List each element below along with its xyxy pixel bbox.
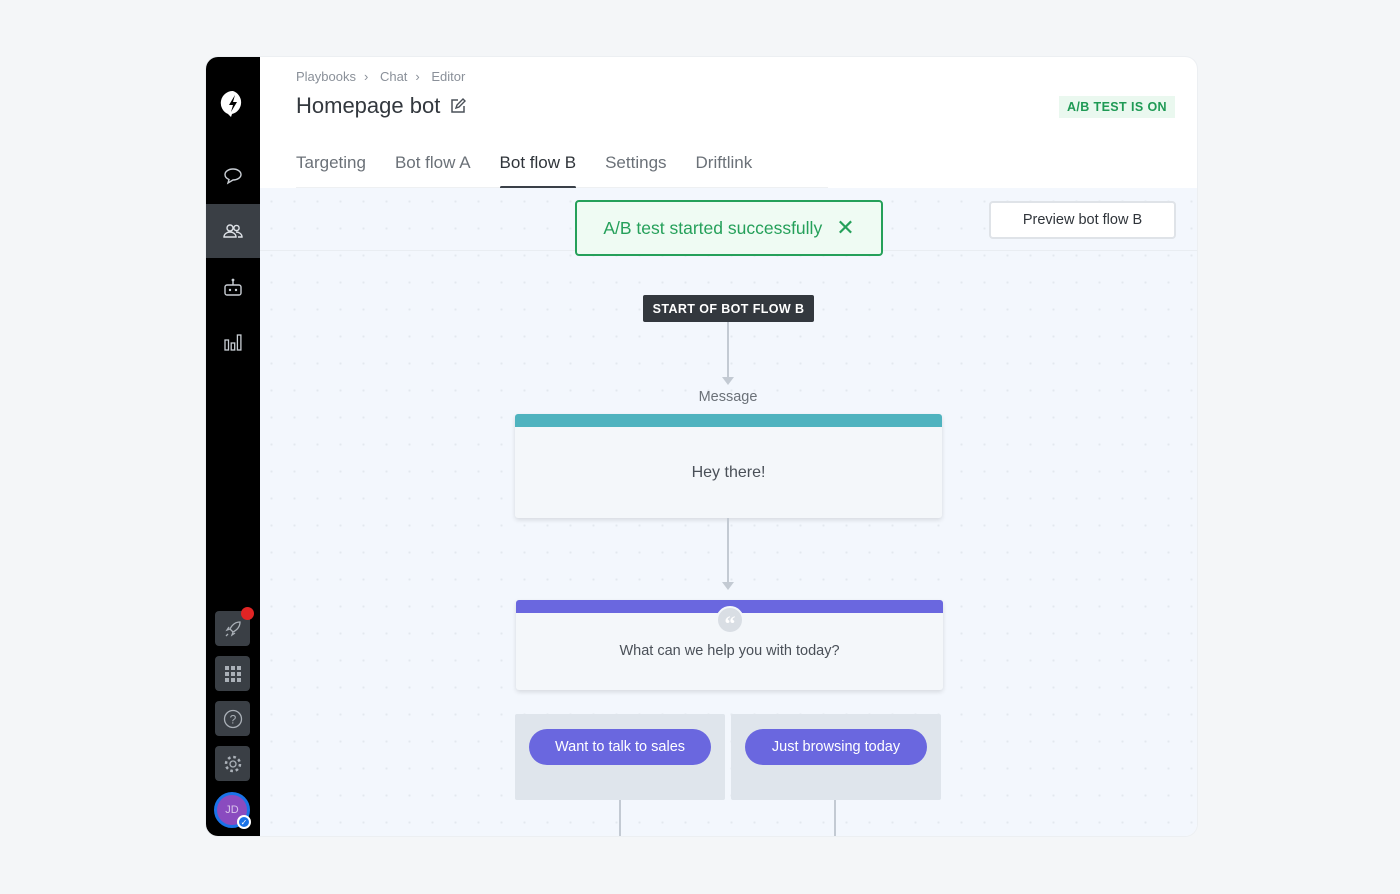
ab-test-badge: A/B TEST IS ON: [1058, 96, 1175, 118]
success-toast: A/B test started successfully ✕: [575, 200, 883, 256]
apps-button[interactable]: [215, 656, 250, 691]
toast-message: A/B test started successfully: [603, 217, 823, 238]
avatar-initials: JD: [225, 804, 239, 816]
help-icon: ?: [223, 709, 242, 728]
chat-icon[interactable]: [206, 165, 260, 187]
page-title-row: Homepage bot: [296, 93, 467, 119]
grid-icon: [224, 665, 241, 682]
avatar[interactable]: JD ✓: [214, 792, 251, 829]
drift-logo-icon[interactable]: [206, 87, 260, 121]
breadcrumb-editor: Editor: [431, 69, 466, 84]
chevron-right-icon: ›: [363, 69, 369, 84]
settings-button[interactable]: [215, 746, 250, 781]
verified-icon: ✓: [237, 815, 251, 829]
option-button-sales[interactable]: Want to talk to sales: [529, 729, 711, 765]
breadcrumb-chat[interactable]: Chat: [379, 69, 408, 84]
tab-settings[interactable]: Settings: [605, 153, 667, 172]
message-node[interactable]: Hey there!: [515, 414, 942, 518]
notification-dot: [241, 607, 254, 620]
gear-icon: [224, 755, 241, 772]
question-node[interactable]: “ What can we help you with today?: [516, 600, 943, 690]
tab-targeting[interactable]: Targeting: [296, 153, 366, 172]
arrow-down-icon: [722, 582, 734, 590]
contacts-icon[interactable]: [206, 204, 260, 258]
option-box: Just browsing today: [731, 714, 941, 800]
sidebar: ? JD ✓: [206, 57, 260, 836]
preview-button[interactable]: Preview bot flow B: [989, 201, 1176, 239]
reports-icon[interactable]: [206, 330, 260, 354]
breadcrumb: Playbooks › Chat › Editor: [296, 69, 473, 84]
node-header-bar: [515, 414, 942, 427]
connector-line: [727, 322, 729, 378]
tab-bot-flow-a[interactable]: Bot flow A: [394, 153, 471, 172]
page-title: Homepage bot: [296, 93, 441, 118]
tab-bar: Targeting Bot flow A Bot flow B Settings…: [296, 153, 828, 189]
close-icon[interactable]: ✕: [836, 215, 855, 240]
breadcrumb-playbooks[interactable]: Playbooks: [296, 69, 356, 84]
option-box: Want to talk to sales: [515, 714, 725, 800]
edit-icon[interactable]: [450, 98, 467, 114]
connector-line: [727, 518, 729, 583]
option-button-browsing[interactable]: Just browsing today: [745, 729, 927, 765]
node-type-label: Message: [698, 389, 758, 405]
svg-text:?: ?: [229, 712, 236, 726]
arrow-down-icon: [722, 377, 734, 385]
message-text: Hey there!: [691, 464, 766, 481]
app-window: ? JD ✓ Playbooks › Chat › Editor Homepage …: [206, 57, 1197, 836]
quote-icon: “: [716, 606, 744, 636]
chevron-right-icon: ›: [415, 69, 420, 84]
launch-button[interactable]: [215, 607, 254, 646]
help-button[interactable]: ?: [215, 701, 250, 736]
tab-bot-flow-b[interactable]: Bot flow B: [499, 153, 576, 189]
bot-icon[interactable]: [206, 275, 260, 299]
connector-line: [834, 800, 836, 836]
question-text: What can we help you with today?: [619, 643, 840, 659]
tab-driftlink[interactable]: Driftlink: [695, 153, 753, 172]
connector-line: [619, 800, 621, 836]
start-node: START OF BOT FLOW B: [643, 295, 814, 322]
rocket-icon: [224, 620, 241, 637]
